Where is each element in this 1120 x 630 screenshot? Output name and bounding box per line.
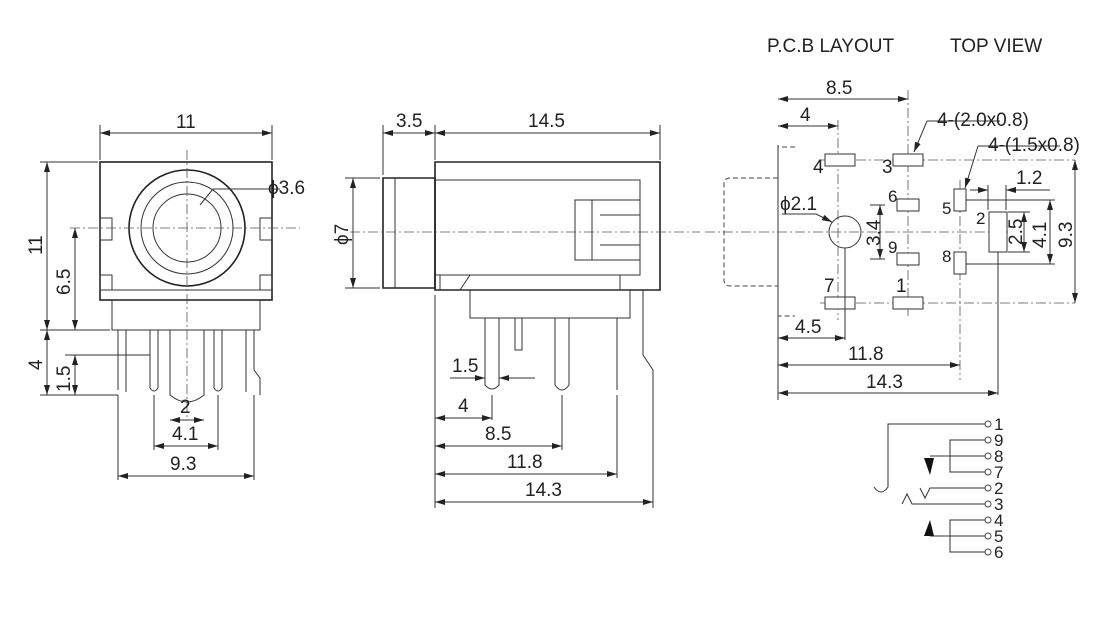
- pcb-dim-3-4-label: 3.4: [864, 219, 885, 246]
- front-height-label: 11: [26, 235, 47, 255]
- side-dim-4-label: 4: [458, 396, 469, 417]
- pcb-dim-8-5-label: 8.5: [826, 78, 852, 99]
- pcb-pin-3: 3: [882, 157, 893, 178]
- pcb-pin-1: 1: [896, 276, 907, 297]
- pcb-dim-4-5-label: 4.5: [795, 317, 821, 338]
- pin-offset-label: 1.5: [54, 366, 75, 392]
- hole-dia-label: ϕ3.6: [268, 178, 305, 199]
- schematic-pin-label: 9: [994, 431, 1003, 450]
- pad-small-label: 4-(1.5x0.8): [988, 135, 1080, 156]
- pcb-dim-14-3-label: 14.3: [866, 372, 903, 393]
- schematic-pin-label: 1: [994, 415, 1003, 434]
- schematic-pin-label: 8: [994, 447, 1003, 466]
- front-width-label: 11: [176, 112, 196, 133]
- pin-width-label: 1.5: [452, 356, 478, 377]
- pcb-layout: 4 3 6 9 5 8 2 7 1 8.5 4 4-(2.0x0.8) 4-(1…: [705, 78, 1080, 400]
- pcb-hole-dia-label: ϕ2.1: [780, 194, 817, 215]
- pcb-dim-4-1-label: 4.1: [1030, 222, 1051, 248]
- nose-dia-label: ϕ7: [332, 224, 353, 245]
- pcb-dim-9-3-label: 9.3: [1056, 222, 1077, 248]
- schematic-pin-label: 6: [994, 543, 1003, 562]
- pcb-pin-9: 9: [888, 238, 897, 257]
- pcb-pin-4: 4: [813, 157, 824, 178]
- top-view-title: TOP VIEW: [950, 36, 1042, 57]
- pin-span-b-label: 9.3: [170, 454, 196, 475]
- nose-length-label: 3.5: [396, 111, 422, 132]
- body-length-label: 14.5: [528, 111, 565, 132]
- pin-length-label: 4: [26, 359, 47, 370]
- front-view: 11 11 6.5 4 1.5 ϕ3.6 2 4.1 9.3: [26, 112, 305, 480]
- schematic-pin-label: 2: [994, 479, 1003, 498]
- schematic-pin-label: 7: [994, 463, 1003, 482]
- pcb-pin-5: 5: [942, 199, 951, 218]
- schematic-pin-label: 5: [994, 527, 1003, 546]
- side-dim-14-3-label: 14.3: [525, 480, 562, 501]
- schematic-pin-label: 4: [994, 511, 1003, 530]
- side-dim-11-8-label: 11.8: [507, 452, 543, 473]
- pcb-dim-11-8-label: 11.8: [848, 344, 884, 365]
- pcb-layout-title: P.C.B LAYOUT: [767, 36, 894, 57]
- pcb-pin-7: 7: [824, 276, 835, 297]
- pin-pitch-label: 2: [180, 397, 191, 418]
- pcb-dim-4-label: 4: [800, 105, 811, 126]
- pcb-pin-8: 8: [942, 247, 951, 266]
- side-dim-8-5-label: 8.5: [485, 424, 511, 445]
- pcb-dim-2-5-label: 2.5: [1006, 219, 1027, 245]
- schematic-pin-label: 3: [994, 495, 1003, 514]
- pcb-dim-1-2-label: 1.2: [1016, 168, 1042, 189]
- schematic: 1 9 8 7 2 3 4 5 6: [873, 415, 1003, 562]
- pin-span-a-label: 4.1: [172, 424, 198, 445]
- pcb-pin-2: 2: [976, 209, 985, 228]
- pcb-pin-6: 6: [888, 187, 897, 206]
- center-height-label: 6.5: [54, 269, 75, 295]
- side-view: 3.5 14.5 ϕ7 1.5 4 8.5 11.8 14.3: [332, 111, 700, 508]
- pad-large-label: 4-(2.0x0.8): [937, 110, 1029, 131]
